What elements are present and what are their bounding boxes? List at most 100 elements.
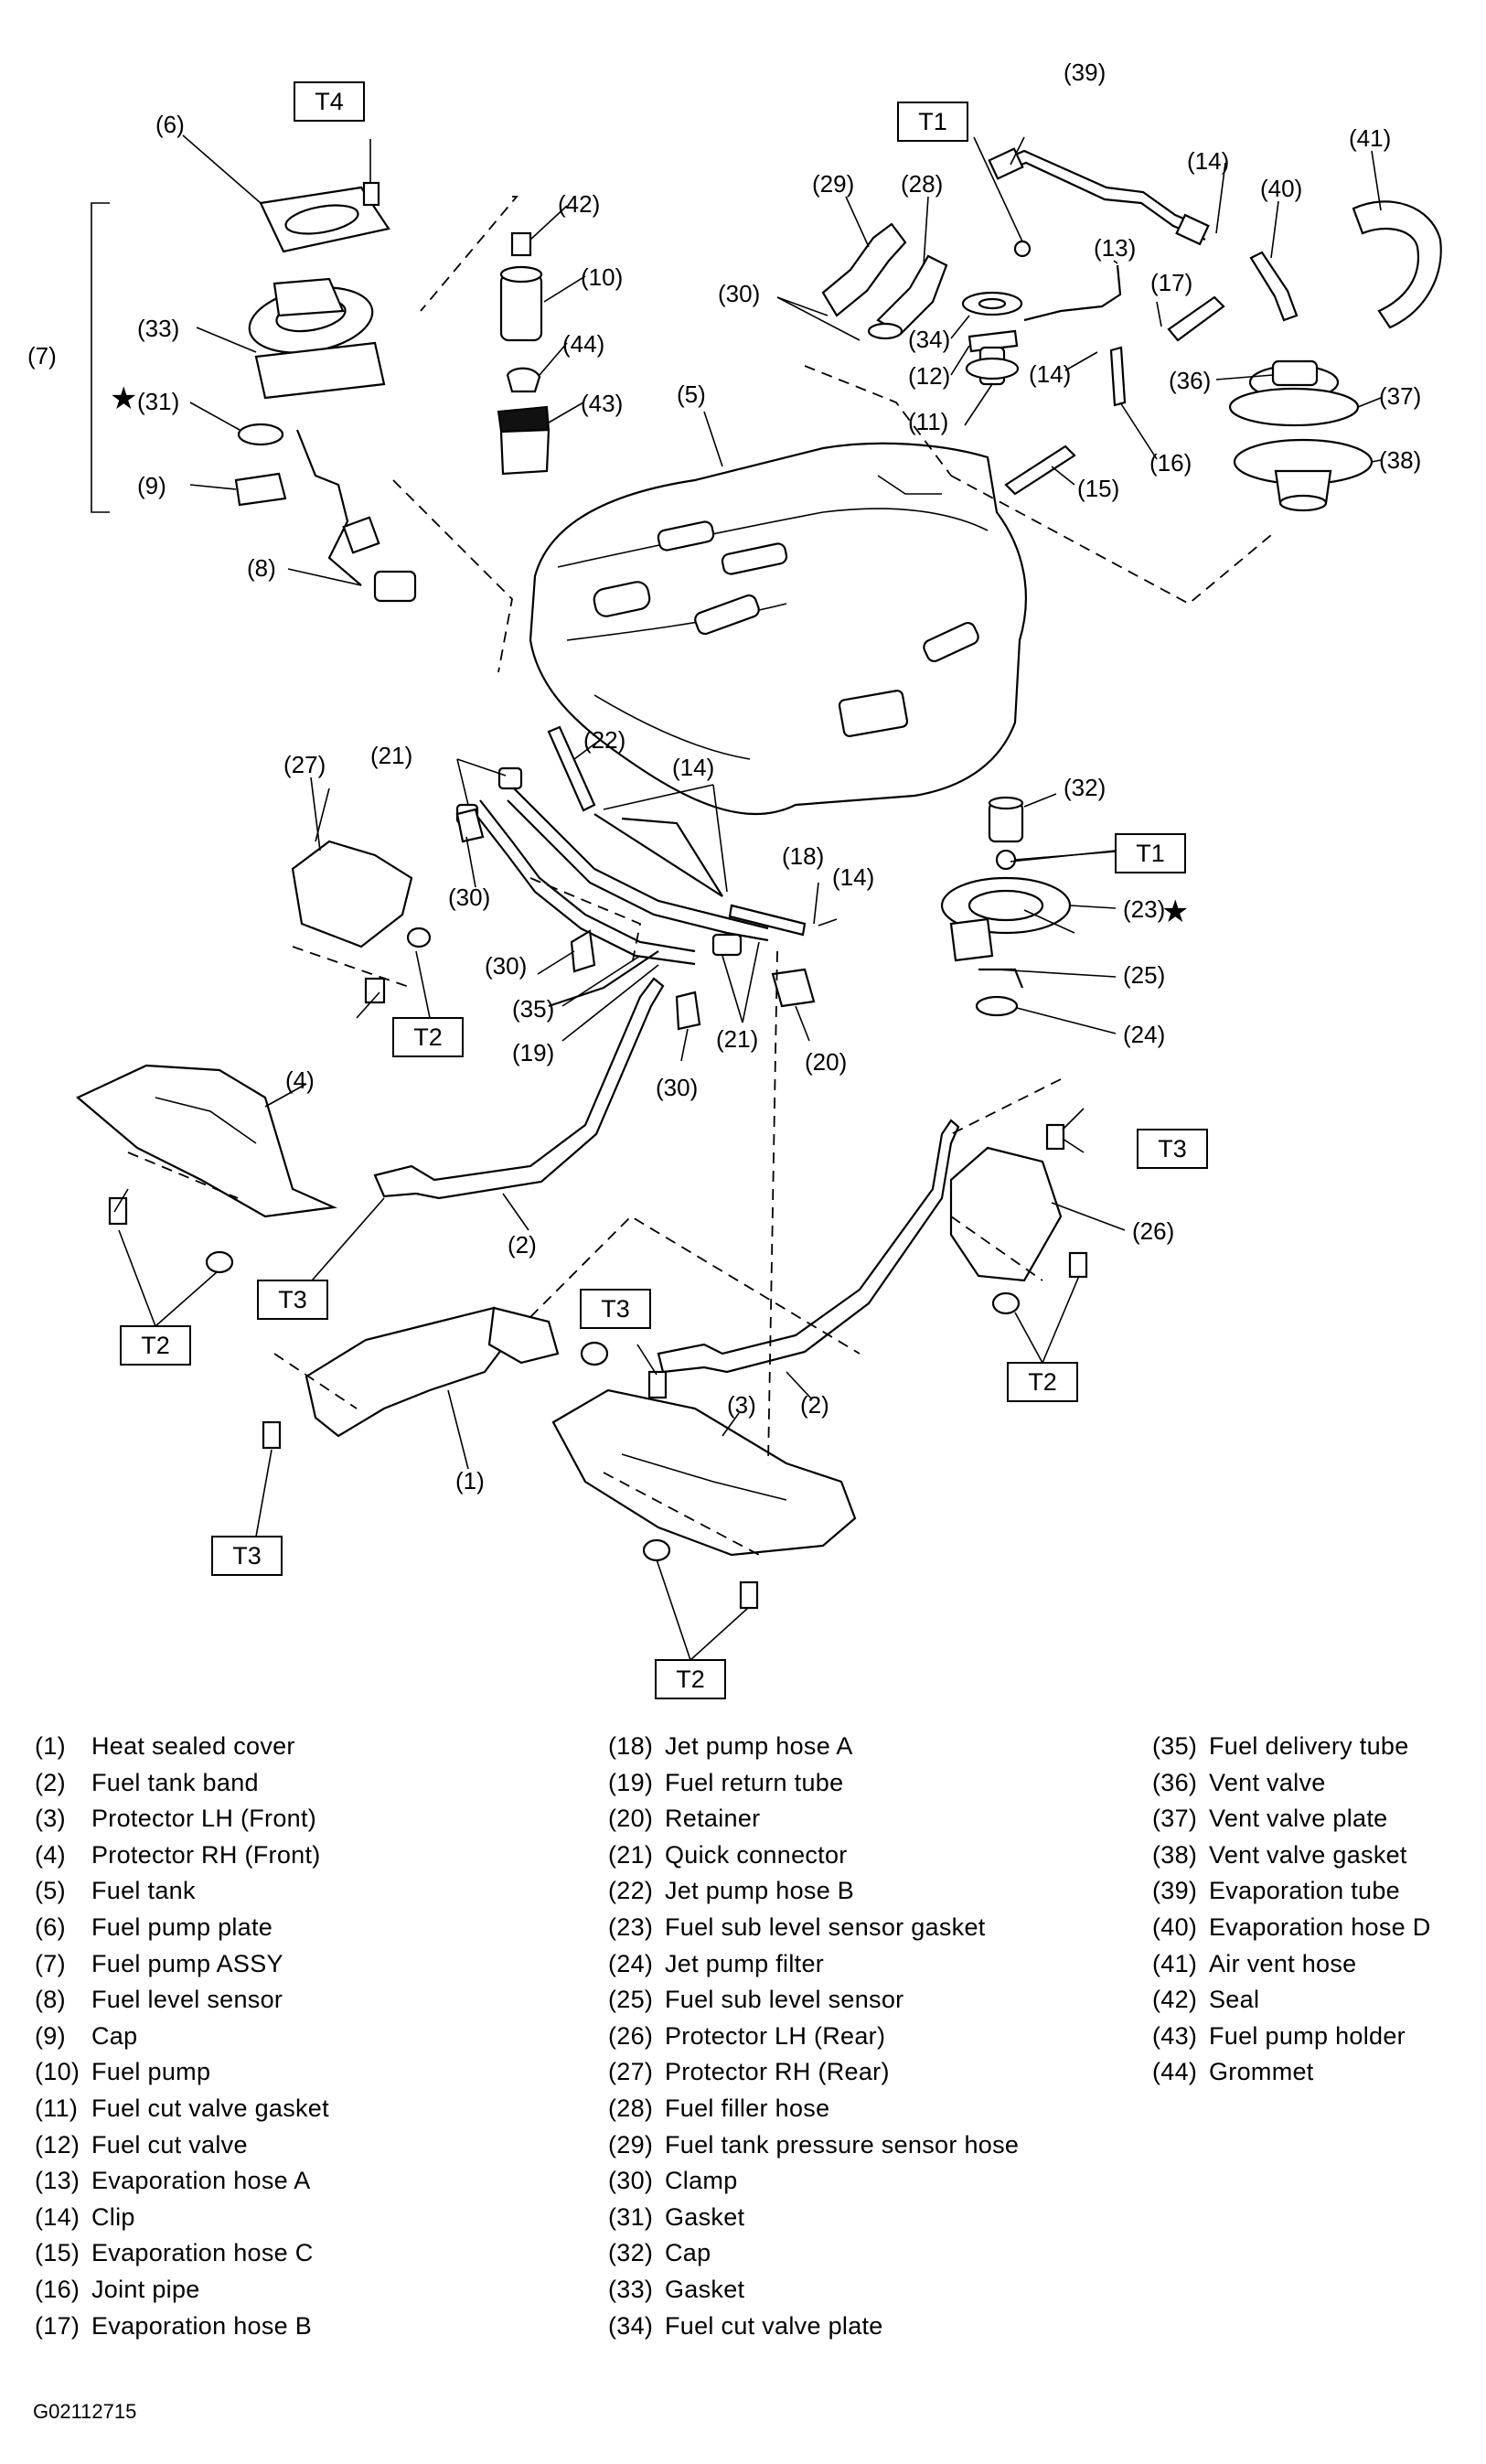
callout-9: (9) <box>137 472 166 499</box>
svg-text:T3: T3 <box>601 1295 630 1323</box>
callout-33: (33) <box>137 315 179 342</box>
legend-item: (16)Joint pipe <box>35 2272 329 2309</box>
callout-2-right: (2) <box>800 1391 829 1419</box>
legend-item: (7) Fuel pump ASSY <box>35 1946 329 1983</box>
callout-22: (22) <box>583 726 625 754</box>
legend-item-number: (4) <box>35 1840 66 1869</box>
legend-item-number: (20) <box>608 1805 654 1833</box>
legend-item: (2) Fuel tank band <box>35 1765 329 1802</box>
legend-item-name: Fuel tank band <box>91 1768 259 1796</box>
legend-item-name: Joint pipe <box>91 2275 200 2303</box>
callout-42: (42) <box>558 190 600 218</box>
legend-item-number: (2) <box>35 1768 66 1796</box>
legend-item-number: (28) <box>608 2094 654 2122</box>
legend-item: (29)Fuel tank pressure sensor hose <box>608 2127 1019 2164</box>
legend-item-number: (36) <box>1152 1768 1198 1796</box>
fuel-tank-band-drawing <box>373 977 960 1374</box>
legend-item: (17)Evaporation hose B <box>35 2309 329 2345</box>
legend-item: (25)Fuel sub level sensor <box>608 1982 1019 2019</box>
legend-item: (22)Jet pump hose B <box>608 1873 1019 1910</box>
torque-box-t3-b: T3 <box>257 1280 328 1320</box>
fuel-sub-level-sensor-drawing <box>940 796 1072 1017</box>
legend-item: (40)Evaporation hose D <box>1152 1910 1431 1946</box>
torque-box-t2-c: T2 <box>1007 1362 1078 1402</box>
legend-item-number: (15) <box>35 2239 80 2267</box>
legend-item-number: (13) <box>35 2167 80 2195</box>
legend-item-name: Vent valve plate <box>1209 1805 1388 1833</box>
callout-30-bottom: (30) <box>656 1074 698 1101</box>
legend-item-name: Evaporation hose D <box>1209 1912 1431 1941</box>
legend-item-number: (14) <box>35 2202 80 2231</box>
legend-item-name: Fuel pump ASSY <box>91 1949 283 1977</box>
legend-item-name: Vent valve <box>1209 1768 1326 1796</box>
callout-14-top: (14) <box>1187 147 1229 175</box>
torque-box-t3-a: T3 <box>1137 1129 1208 1169</box>
legend-item: (39)Evaporation tube <box>1152 1873 1431 1910</box>
torque-box-t3-c: T3 <box>580 1289 651 1329</box>
legend-item-name: Evaporation tube <box>1209 1877 1400 1905</box>
legend-item-name: Fuel cut valve gasket <box>91 2094 329 2122</box>
callout-1: (1) <box>455 1467 485 1494</box>
legend-item: (30)Clamp <box>608 2163 1019 2200</box>
callout-28: (28) <box>901 170 943 198</box>
star-marker-31: ★ <box>110 381 137 416</box>
torque-box-t1-top: T1 <box>897 102 968 142</box>
legend-item: (18)Jet pump hose A <box>608 1729 1019 1765</box>
legend-item-number: (43) <box>1152 2021 1198 2050</box>
legend-item-number: (19) <box>608 1768 654 1796</box>
fuel-tank-drawing <box>529 442 1027 816</box>
legend-item-name: Cap <box>91 2021 138 2050</box>
star-marker-23: ★ <box>1161 895 1189 929</box>
legend-item-name: Evaporation hose C <box>91 2239 314 2267</box>
legend-item: (33)Gasket <box>608 2272 1019 2309</box>
legend-item: (37)Vent valve plate <box>1152 1801 1431 1837</box>
callout-10: (10) <box>581 263 623 291</box>
legend-item-number: (7) <box>35 1949 66 1977</box>
legend-item: (36) Vent valve <box>1152 1765 1431 1802</box>
legend-item-number: (29) <box>608 2130 654 2159</box>
legend-item: (1)Heat sealed cover <box>35 1729 329 1765</box>
legend-item: (13)Evaporation hose A <box>35 2163 329 2200</box>
callout-13: (13) <box>1094 234 1136 262</box>
legend-item-name: Protector LH (Rear) <box>665 2021 886 2050</box>
legend-item-name: Protector LH (Front) <box>91 1805 317 1833</box>
torque-boxes: T4 T1 T1 T2 T2 T2 T2 T3 <box>120 81 1208 1699</box>
protectors-drawing <box>75 840 1088 1610</box>
svg-text:T3: T3 <box>1158 1135 1187 1162</box>
legend-item-name: Seal <box>1209 1986 1260 2014</box>
callout-30-top: (30) <box>718 280 760 307</box>
legend-item: (32)Cap <box>608 2235 1019 2272</box>
callout-41: (41) <box>1349 124 1391 152</box>
legend-item: (31)Gasket <box>608 2200 1019 2236</box>
callout-38: (38) <box>1379 446 1421 474</box>
legend-item-number: (44) <box>1152 2058 1198 2086</box>
callout-26: (26) <box>1132 1217 1174 1245</box>
legend-item: (38)Vent valve gasket <box>1152 1837 1431 1874</box>
legend-item: (24)Jet pump filter <box>608 1946 1019 1983</box>
legend-item: (11)Fuel cut valve gasket <box>35 2091 329 2127</box>
legend-item-name: Clip <box>91 2202 135 2231</box>
legend-item-number: (5) <box>35 1877 66 1905</box>
legend-item-name: Fuel pump plate <box>91 1912 273 1941</box>
callout-16: (16) <box>1149 449 1192 477</box>
legend-item-number: (30) <box>608 2167 654 2195</box>
callout-19: (19) <box>512 1039 554 1066</box>
legend-item: (12)Fuel cut valve <box>35 2127 329 2164</box>
legend-item-name: Fuel delivery tube <box>1209 1732 1409 1760</box>
legend-item-number: (10) <box>35 2058 80 2086</box>
legend-item-name: Jet pump hose A <box>665 1732 853 1760</box>
figure-code: G02112715 <box>33 2400 137 2423</box>
legend-item: (20)Retainer <box>608 1801 1019 1837</box>
legend-item-number: (31) <box>608 2202 654 2231</box>
legend-item: (43)Fuel pump holder <box>1152 2019 1431 2055</box>
legend-item: (5)Fuel tank <box>35 1873 329 1910</box>
legend-item-name: Fuel sub level sensor <box>665 1986 904 2014</box>
legend-item: (28)Fuel filler hose <box>608 2091 1019 2127</box>
svg-text:T2: T2 <box>1028 1368 1057 1396</box>
legend-item: (14) Clip <box>35 2200 329 2236</box>
legend-item: (19)Fuel return tube <box>608 1765 1019 1802</box>
legend-item: (8)Fuel level sensor <box>35 1982 329 2019</box>
legend-item: (9)Cap <box>35 2019 329 2055</box>
legend-item: (15) Evaporation hose C <box>35 2235 329 2272</box>
legend-item-name: Heat sealed cover <box>91 1732 295 1760</box>
